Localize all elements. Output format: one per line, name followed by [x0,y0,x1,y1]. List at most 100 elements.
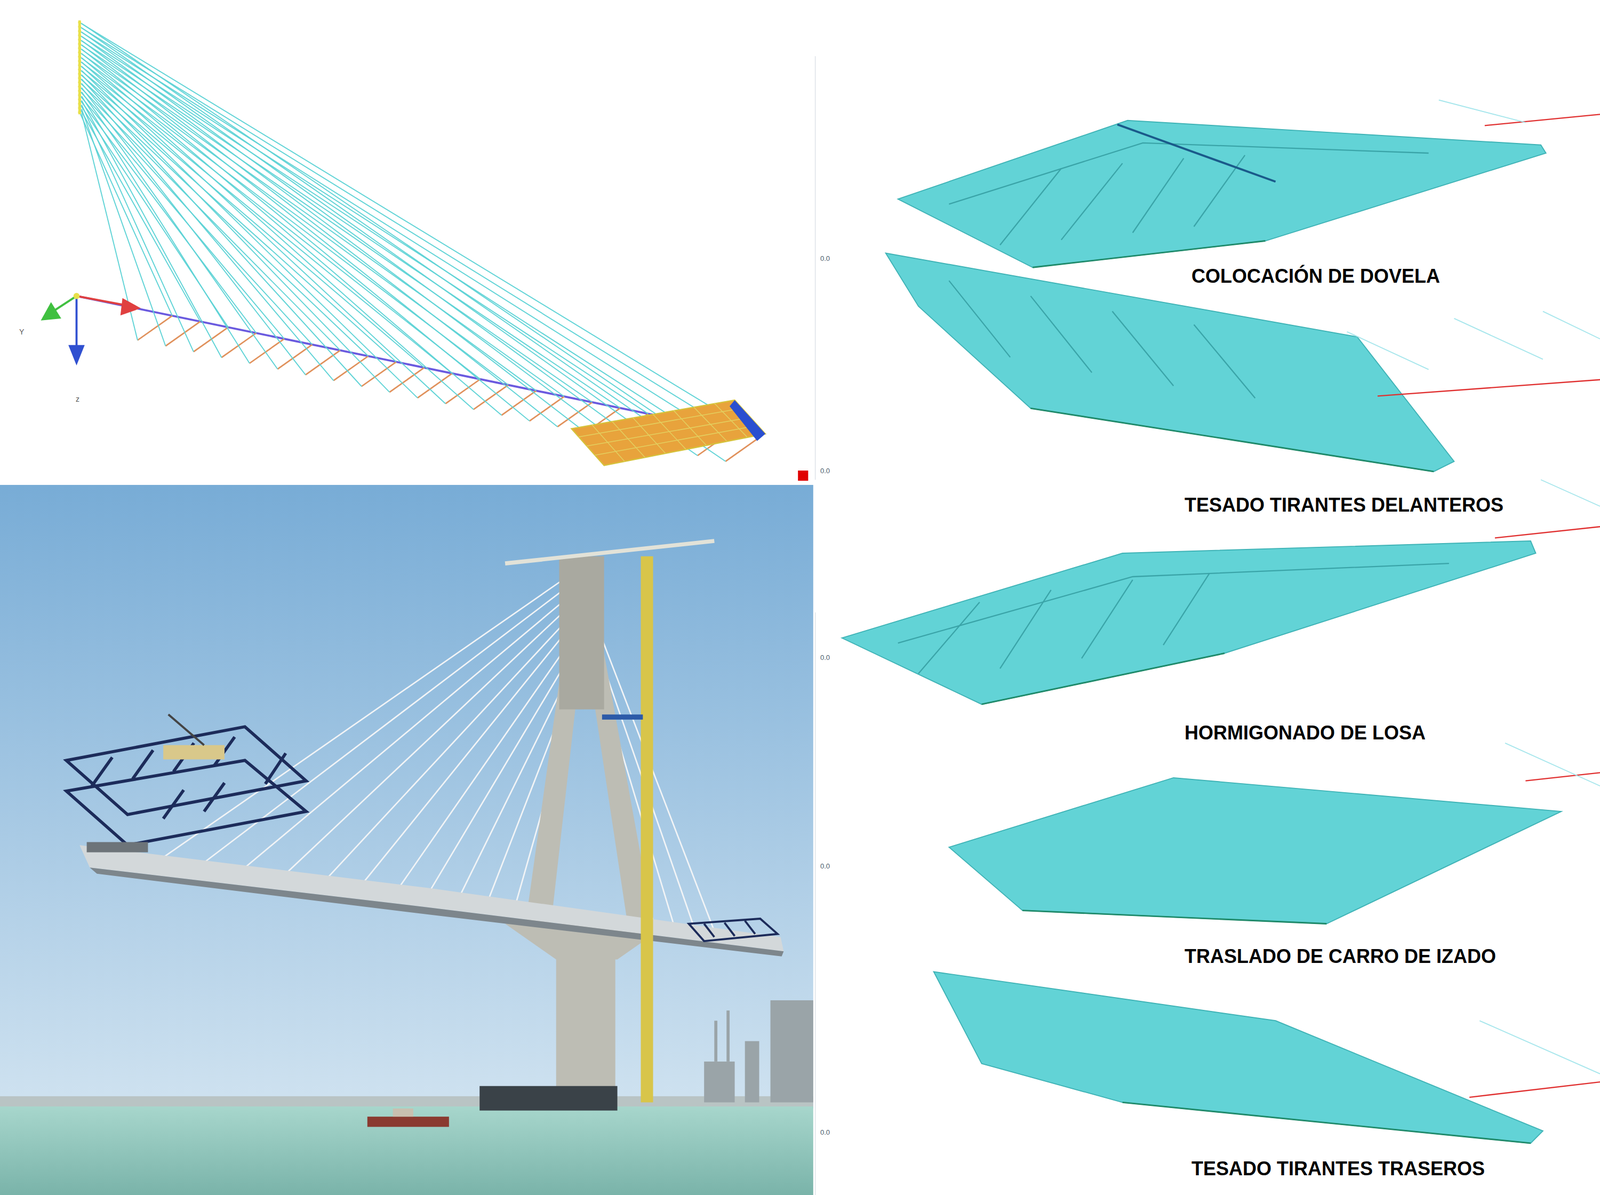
stay-cable [81,53,530,421]
axis-value: 0.0 [819,1128,831,1137]
cross-beam [333,356,368,381]
stay-cable [81,36,642,444]
axis-value: 0.0 [819,467,831,476]
cross-beam [501,390,536,415]
segment-joint [1117,124,1276,182]
stay-cable [79,30,704,426]
cross-beam [193,326,229,352]
tower-line [78,20,82,115]
segment-edge [1022,910,1327,924]
stay-cable [79,65,480,379]
red-marker [797,470,808,481]
axis-label: Y [18,327,26,336]
stay-cable [1377,379,1600,397]
boat [367,1116,450,1127]
axis-value: 0.0 [819,653,831,662]
deck-segment [948,777,1562,924]
rear-gantry [688,918,778,941]
cross-beam [137,315,173,341]
segment-webs [948,142,1429,245]
deck-underside [89,867,784,956]
deck [79,844,784,951]
plot-axis [814,612,816,1195]
cross-beam [221,332,256,358]
cross-beam [249,338,285,364]
stay-cable [79,52,565,397]
stay-cable [81,44,586,433]
axis-z-head [68,345,85,366]
stay-cable [81,27,698,456]
stay-cable [1505,742,1600,786]
sky [0,484,814,1108]
axis-z [75,296,78,352]
deck-segment [933,971,1543,1143]
stay-cable [81,108,166,346]
cable-model [76,20,760,462]
deck-segment [898,120,1547,268]
segment-underside [86,841,149,852]
scene [0,20,1600,1195]
stay-cable [81,70,418,398]
axis-y-head [41,301,62,320]
bridge-photo [0,484,814,1195]
stay-cable [81,66,446,404]
stay-cable [81,32,670,450]
stay-cable [1438,100,1526,123]
origin-dot [73,292,80,299]
stay-cable [81,61,474,410]
axis-value: 0.0 [819,254,831,263]
stay-cable [79,39,648,414]
axis-y [52,296,77,312]
deck-edge [729,400,766,442]
stay-cable [1540,479,1600,507]
segment-edge [981,653,1225,705]
axis-value: 0.0 [819,862,831,871]
stay-cable [1469,1081,1600,1098]
crane-mast [641,556,654,1103]
stay-cable [1525,772,1600,781]
winch-house [163,745,225,760]
jib-crane [168,714,205,745]
segment-edge [1122,1101,1531,1143]
stage-caption: TESADO TIRANTES TRASEROS [1190,1157,1486,1180]
stage-caption: HORMIGONADO DE LOSA [1183,721,1427,744]
crane-jib [505,540,715,564]
lifting-gantry [66,726,307,845]
cross-beam [277,344,312,370]
plot-axis [814,56,816,480]
segment-edge [1030,408,1434,472]
cross-beam [361,361,397,387]
stay-cable [79,26,733,431]
stay-cable [1453,318,1543,360]
port-structures [704,1000,814,1102]
stay-cable [81,49,558,427]
deck-segment [885,252,1455,471]
stay-cable [1347,331,1429,370]
stay-cable [1542,311,1600,340]
stay-cable [79,69,453,374]
crane-tie [602,714,644,720]
stay-cable [79,48,592,403]
sea [0,1106,814,1195]
stay-cable [1479,1020,1600,1074]
cross-beam [165,321,200,347]
stay-cable [81,57,502,415]
stage-caption: TRASLADO DE CARRO DE IZADO [1183,945,1498,967]
stage-caption: TESADO TIRANTES DELANTEROS [1183,493,1505,516]
stay-cable [79,22,760,437]
stay-cable [81,74,390,392]
segment-webs [948,280,1255,398]
stay-cable [79,82,368,356]
stay-cable [79,77,397,362]
panel-mesh [578,403,758,462]
boat-cabin [393,1108,414,1117]
stage-caption: COLOCACIÓN DE DOVELA [1190,265,1442,287]
stay-cable [81,40,614,438]
segment-edge [1032,241,1266,268]
axis-label: z [74,394,81,404]
deck-segment-panel [571,400,766,466]
segment-webs [898,563,1450,674]
stay-cable [81,23,726,462]
